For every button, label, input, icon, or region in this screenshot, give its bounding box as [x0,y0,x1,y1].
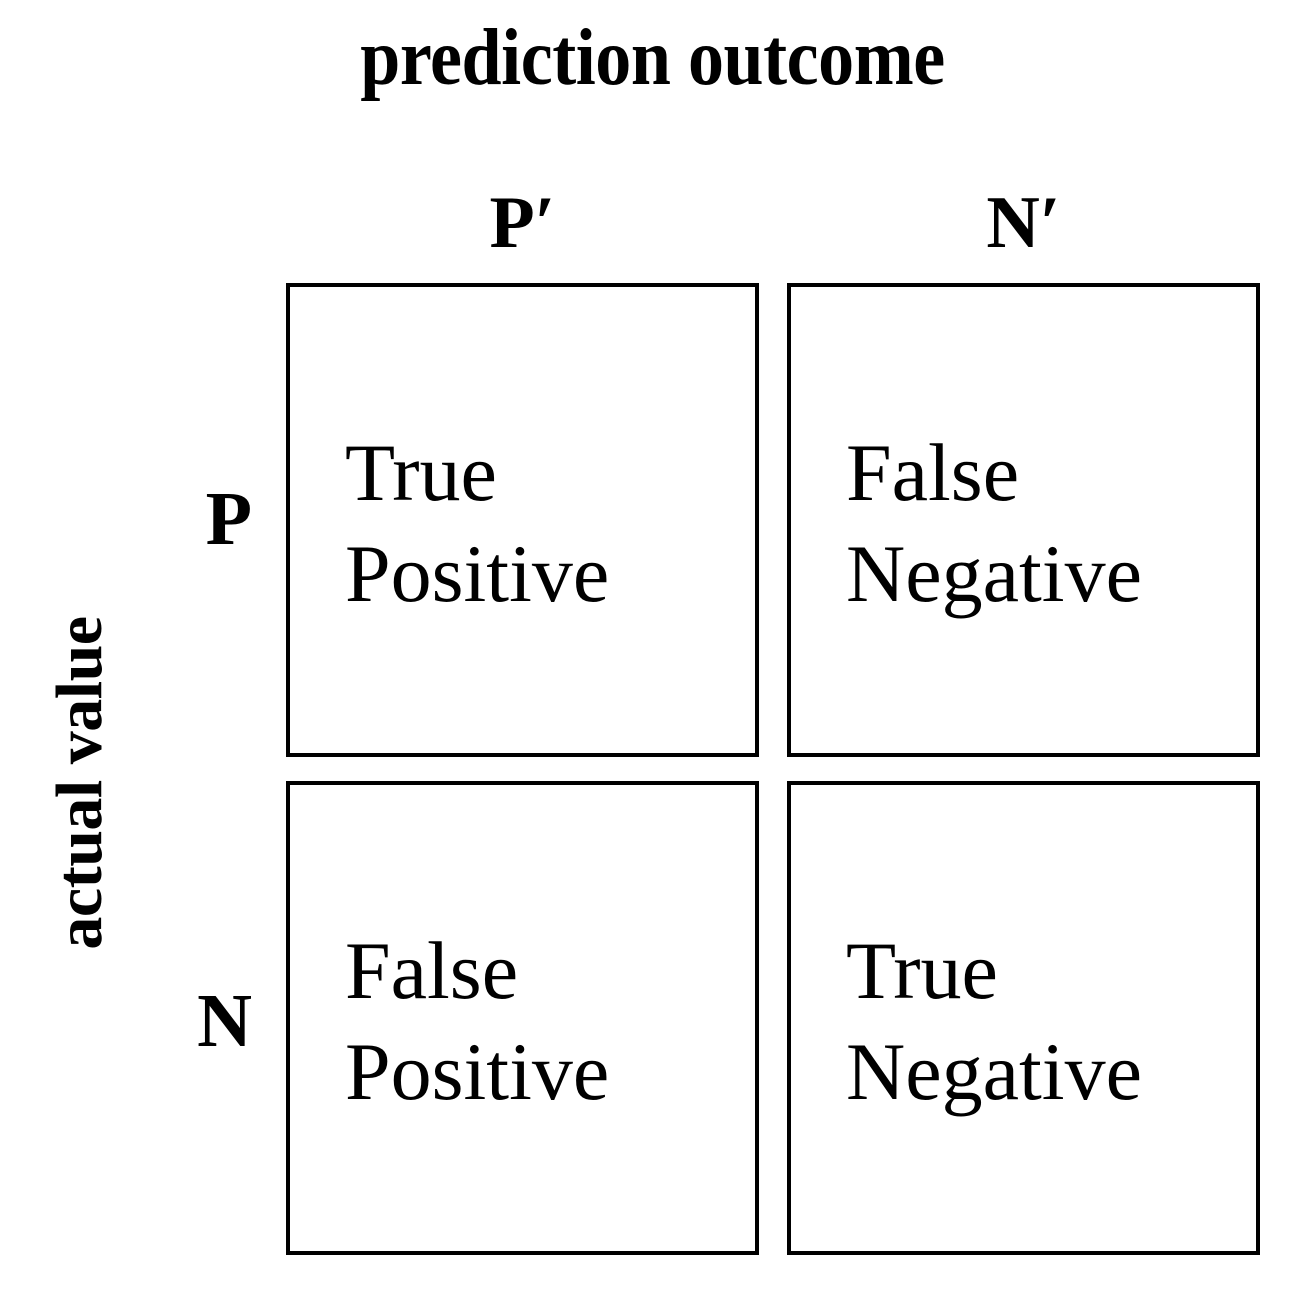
cell-false-positive-text: False Positive [345,920,609,1122]
cell-true-positive: True Positive [286,283,759,757]
cell-false-negative: False Negative [787,283,1260,757]
cell-false-positive-line2: Positive [345,1026,610,1117]
column-header-predicted-negative: N′ [986,182,1061,264]
cell-true-positive-text: True Positive [345,422,609,624]
cell-true-positive-line1: True [345,427,497,518]
cell-false-positive-line1: False [345,925,519,1016]
cell-true-negative: True Negative [787,781,1260,1255]
row-label-actual-positive: P [205,477,252,561]
column-header-predicted-positive: P′ [489,182,556,264]
page-title: prediction outcome [360,14,945,102]
axis-label-actual-value: actual value [43,616,116,950]
cell-false-negative-line2: Negative [846,528,1142,619]
cell-false-negative-text: False Negative [846,422,1142,624]
cell-true-negative-text: True Negative [846,920,1142,1122]
cell-true-positive-line2: Positive [345,528,610,619]
cell-false-negative-line1: False [846,427,1020,518]
row-label-actual-negative: N [197,979,252,1063]
cell-true-negative-line2: Negative [846,1026,1142,1117]
cell-true-negative-line1: True [846,925,998,1016]
cell-false-positive: False Positive [286,781,759,1255]
